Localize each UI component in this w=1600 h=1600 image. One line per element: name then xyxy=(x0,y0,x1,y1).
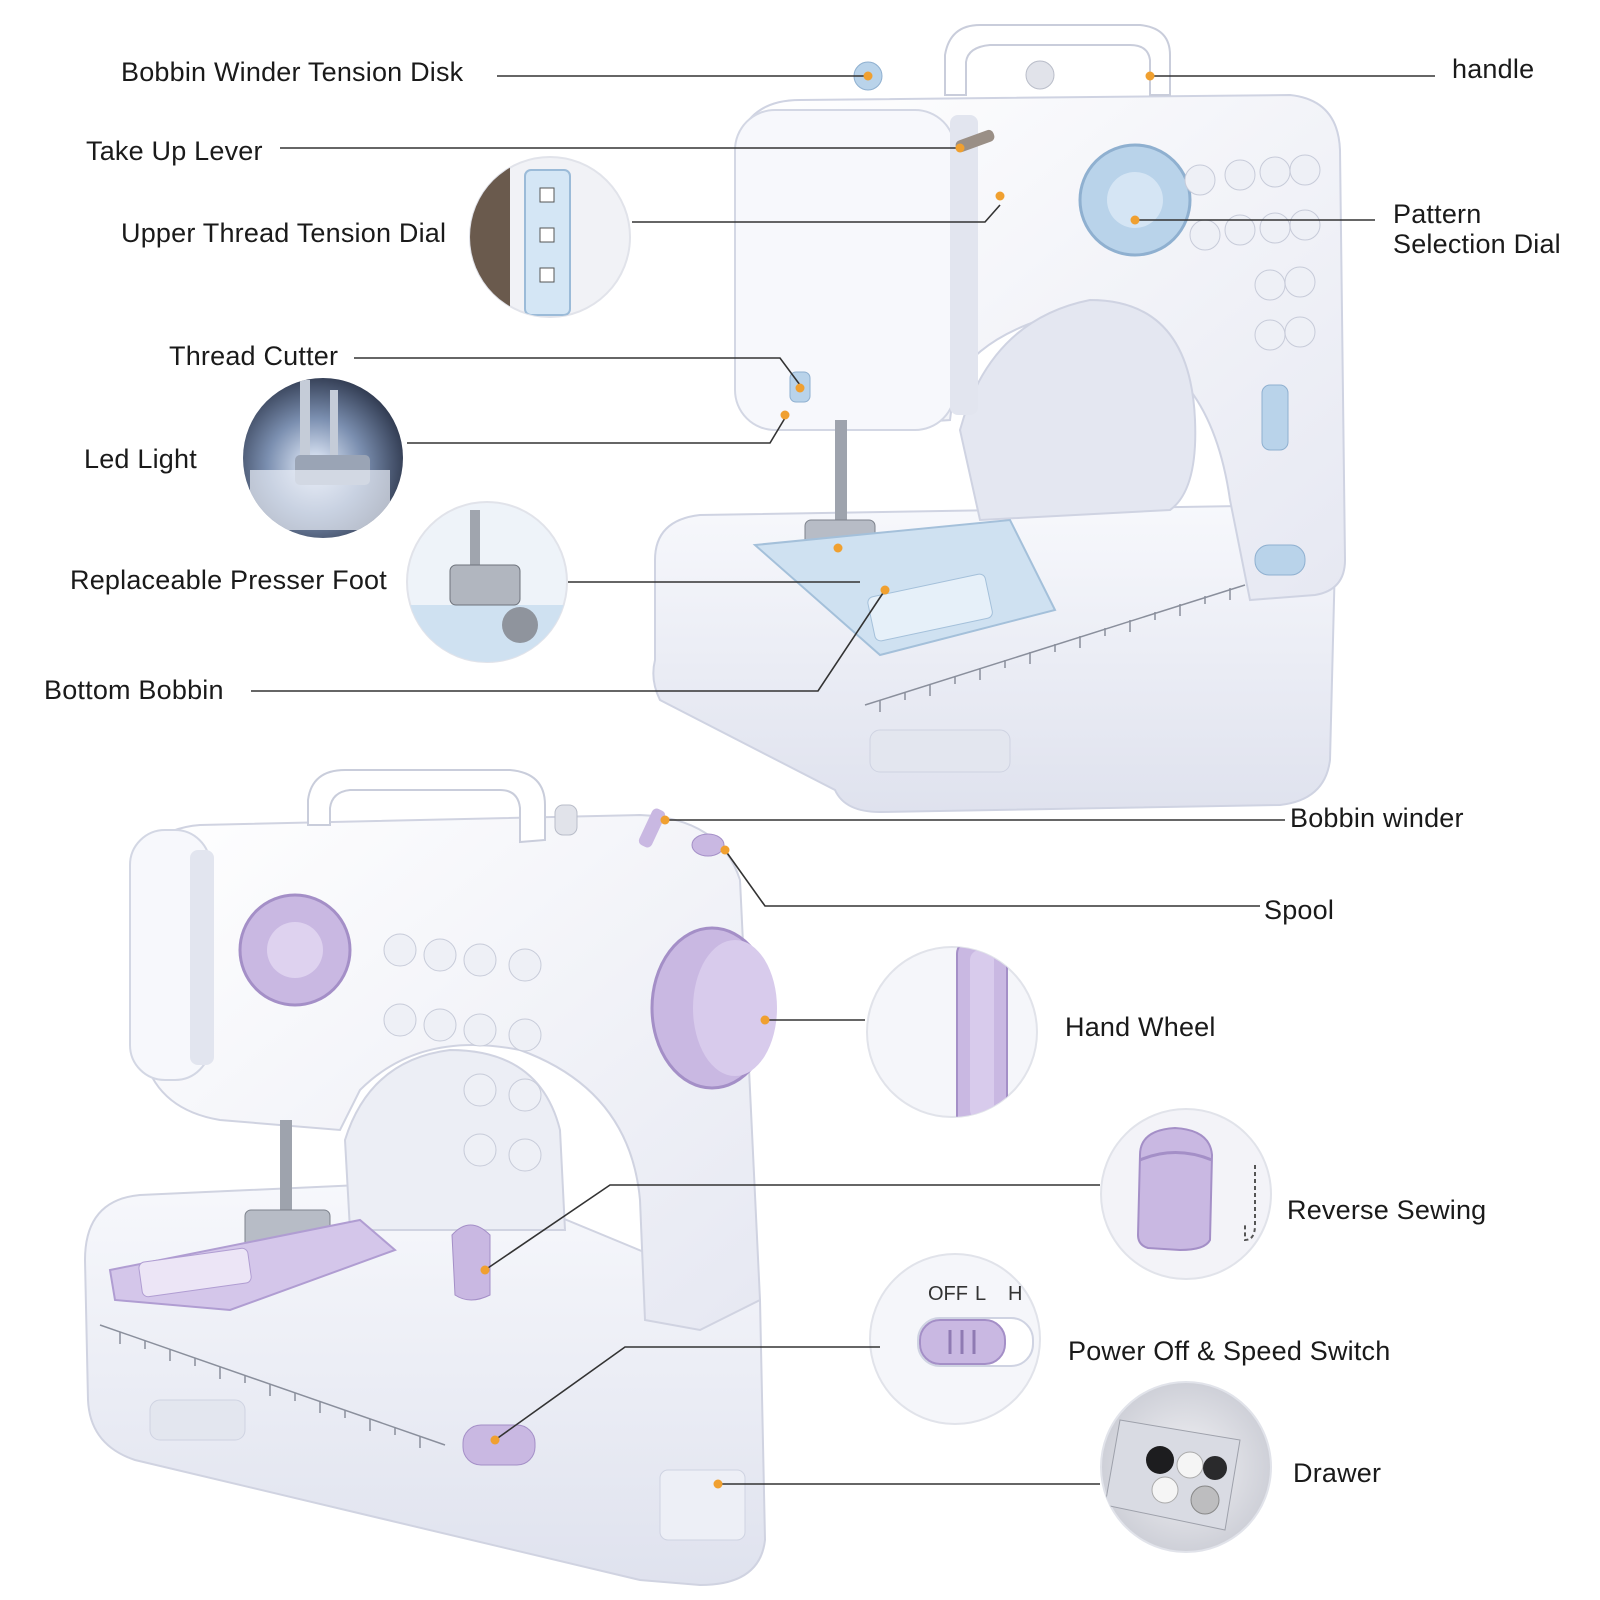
label-bobbin-winder: Bobbin winder xyxy=(1290,803,1464,833)
top-stitch-pattern-icons xyxy=(1184,154,1321,351)
top-drawer-slot xyxy=(869,729,1011,773)
label-led-light: Led Light xyxy=(84,444,197,474)
bottom-spool-pin xyxy=(554,804,578,836)
switch-low-text: L xyxy=(975,1283,986,1305)
label-pattern-selection-line2: Selection Dial xyxy=(1393,229,1561,259)
leader-power-switch xyxy=(494,1346,880,1441)
leader-bottom-bobbin xyxy=(251,589,886,692)
label-replaceable-presser-foot: Replaceable Presser Foot xyxy=(70,565,387,595)
label-handle: handle xyxy=(1452,54,1535,84)
label-spool: Spool xyxy=(1264,895,1335,925)
dot-drawer xyxy=(713,1479,723,1489)
dot-tension-disk xyxy=(863,71,873,81)
leader-thread-cutter xyxy=(354,357,801,386)
bottom-power-switch xyxy=(462,1424,536,1466)
dot-upper-tension xyxy=(995,191,1005,201)
dot-spool xyxy=(720,845,730,855)
top-machine-head-panel xyxy=(734,109,956,431)
label-take-up-lever: Take Up Lever xyxy=(86,136,263,166)
top-machine-arm-opening xyxy=(958,298,1197,522)
dot-handle xyxy=(1145,71,1155,81)
top-needle-bar xyxy=(835,420,847,520)
top-spool-pin xyxy=(1025,60,1055,90)
dot-power-switch xyxy=(490,1435,500,1445)
dot-led-light xyxy=(780,410,790,420)
leader-upper-thread-tension xyxy=(632,204,1001,223)
bottom-stitch-pattern-icons xyxy=(383,933,542,1172)
top-machine-handle xyxy=(944,24,1171,96)
marker-dots xyxy=(480,71,1155,1489)
bottom-machine-handle xyxy=(307,769,546,844)
dot-thread-cutter xyxy=(795,383,805,393)
bottom-bobbin-cover xyxy=(138,1247,252,1298)
leader-reverse-sewing xyxy=(484,1184,1100,1271)
switch-off-text: OFF xyxy=(928,1283,968,1305)
top-sewing-machine xyxy=(652,24,1347,814)
detail-upper-thread-tension xyxy=(469,156,631,318)
label-hand-wheel: Hand Wheel xyxy=(1065,1012,1216,1042)
top-take-up-lever xyxy=(955,129,995,153)
top-needle-plate xyxy=(752,518,1057,657)
top-bobbin-cover xyxy=(867,573,993,642)
bottom-reverse-lever xyxy=(451,1224,491,1301)
leader-spool xyxy=(724,849,1260,907)
bottom-pattern-dial-center xyxy=(267,922,323,978)
bottom-needle-bar xyxy=(280,1120,292,1215)
top-thread-channel xyxy=(950,115,978,415)
dot-take-up-lever xyxy=(955,143,965,153)
detail-drawer xyxy=(1100,1381,1272,1553)
dot-presser-foot xyxy=(833,543,843,553)
dot-pattern-dial xyxy=(1130,215,1140,225)
top-ruler xyxy=(864,584,1246,712)
dot-hand-wheel xyxy=(760,1015,770,1025)
label-power-off-speed-switch: Power Off & Speed Switch xyxy=(1068,1336,1391,1366)
bottom-hand-wheel-face xyxy=(693,940,777,1076)
dot-bottom-bobbin xyxy=(880,585,890,595)
top-pattern-dial-center xyxy=(1107,172,1163,228)
detail-led-light xyxy=(243,378,403,538)
bottom-bobbin-winder xyxy=(638,808,666,848)
bottom-ruler xyxy=(99,1324,446,1448)
detail-presser-foot xyxy=(406,501,568,663)
label-upper-thread-tension-dial: Upper Thread Tension Dial xyxy=(121,218,447,248)
bottom-machine-arm-opening xyxy=(343,1048,567,1231)
bottom-spool xyxy=(691,833,725,857)
label-bobbin-winder-tension-disk: Bobbin Winder Tension Disk xyxy=(121,57,464,87)
top-power-switch xyxy=(1254,544,1306,576)
label-pattern-selection-line1: Pattern xyxy=(1393,199,1482,229)
top-reverse-lever xyxy=(1261,384,1289,451)
bottom-drawer-slot xyxy=(149,1399,246,1441)
detail-power-switch xyxy=(869,1253,1041,1425)
detail-reverse-sewing xyxy=(1100,1108,1272,1280)
dot-bobbin-winder xyxy=(660,815,670,825)
detail-switch-labels: OFF L H xyxy=(928,1283,1022,1305)
label-bottom-bobbin: Bottom Bobbin xyxy=(44,675,224,705)
switch-high-text: H xyxy=(1008,1283,1022,1305)
label-reverse-sewing: Reverse Sewing xyxy=(1287,1195,1487,1225)
leader-led-light xyxy=(407,417,786,444)
bottom-thread-channel xyxy=(190,850,214,1065)
dot-reverse-sewing xyxy=(480,1265,490,1275)
label-drawer: Drawer xyxy=(1293,1458,1382,1488)
bottom-sewing-machine xyxy=(83,769,777,1587)
bottom-drawer-front xyxy=(659,1469,746,1541)
detail-hand-wheel xyxy=(866,946,1038,1118)
label-thread-cutter: Thread Cutter xyxy=(169,341,339,371)
leader-lines xyxy=(251,75,1435,1485)
